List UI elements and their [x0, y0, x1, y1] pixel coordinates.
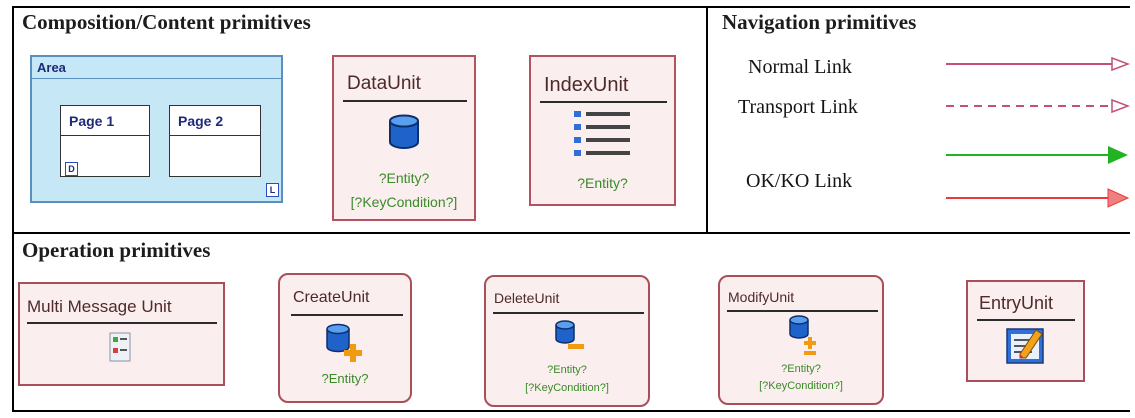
- page-1: Page 1 D: [60, 105, 150, 177]
- operation-panel: [12, 234, 1130, 412]
- database-minus-icon: [555, 320, 584, 349]
- normal-link-label: Normal Link: [748, 56, 852, 78]
- database-plus-minus-icon: [789, 315, 816, 355]
- data-unit-entity: ?Entity?: [378, 170, 430, 186]
- create-unit: CreateUnit ?Entity?: [278, 273, 412, 403]
- delete-unit-condition: [?KeyCondition?]: [525, 382, 609, 394]
- create-unit-entity: ?Entity?: [321, 371, 369, 386]
- list-icon: [574, 111, 630, 156]
- multi-message-unit-title: Multi Message Unit: [27, 297, 172, 316]
- delete-unit-divider: [493, 312, 644, 314]
- composition-title: Composition/Content primitives: [22, 10, 311, 34]
- index-unit-divider: [540, 101, 667, 103]
- create-unit-title: CreateUnit: [293, 289, 370, 306]
- data-unit-condition: [?KeyCondition?]: [350, 194, 458, 210]
- multi-message-unit-divider: [27, 322, 217, 324]
- okko-link-label: OK/KO Link: [746, 170, 853, 192]
- operation-title: Operation primitives: [22, 238, 211, 262]
- default-page-tag: D: [65, 162, 78, 176]
- area-label: Area: [32, 57, 281, 79]
- page-1-label: Page 1: [61, 106, 149, 136]
- modify-unit-condition: [?KeyCondition?]: [759, 380, 843, 392]
- page-2-label: Page 2: [170, 106, 260, 136]
- modify-unit-entity: ?Entity?: [781, 363, 821, 375]
- area-box: Area Page 1 D Page 2 L: [30, 55, 283, 203]
- messages-icon: [109, 332, 131, 362]
- landmark-tag: L: [266, 183, 279, 197]
- database-icon: [389, 114, 419, 149]
- data-unit-title: DataUnit: [347, 73, 421, 94]
- delete-unit-title: DeleteUnit: [494, 290, 560, 306]
- modify-unit-title: ModifyUnit: [728, 289, 795, 305]
- normal-link-arrow: [946, 56, 1130, 72]
- multi-message-unit: Multi Message Unit: [18, 282, 225, 386]
- modify-unit: ModifyUnit ?Entity? [?KeyCondition?]: [718, 275, 884, 405]
- page-2: Page 2: [169, 105, 261, 177]
- index-unit-entity: ?Entity?: [577, 175, 628, 191]
- transport-link-arrow: [946, 98, 1130, 114]
- navigation-panel: [706, 6, 1130, 234]
- ok-link-arrow: [946, 146, 1128, 164]
- entry-unit: EntryUnit: [966, 280, 1085, 382]
- index-unit: IndexUnit ?Entity?: [529, 55, 676, 206]
- entry-unit-title: EntryUnit: [979, 293, 1054, 313]
- ko-link-arrow: [946, 188, 1130, 208]
- composition-panel: [12, 6, 708, 234]
- navigation-title: Navigation primitives: [722, 10, 917, 34]
- form-icon: [1006, 328, 1044, 364]
- create-unit-divider: [291, 314, 403, 316]
- link-arrows: [946, 56, 1130, 208]
- database-plus-icon: [326, 323, 362, 362]
- entry-unit-divider: [977, 319, 1075, 321]
- index-unit-title: IndexUnit: [544, 74, 629, 96]
- data-unit: DataUnit ?Entity? [?KeyCondition?]: [332, 55, 476, 221]
- modify-unit-divider: [727, 310, 878, 312]
- delete-unit-entity: ?Entity?: [547, 364, 587, 376]
- delete-unit: DeleteUnit ?Entity? [?KeyCondition?]: [484, 275, 650, 407]
- transport-link-label: Transport Link: [738, 96, 858, 118]
- data-unit-divider: [343, 100, 467, 102]
